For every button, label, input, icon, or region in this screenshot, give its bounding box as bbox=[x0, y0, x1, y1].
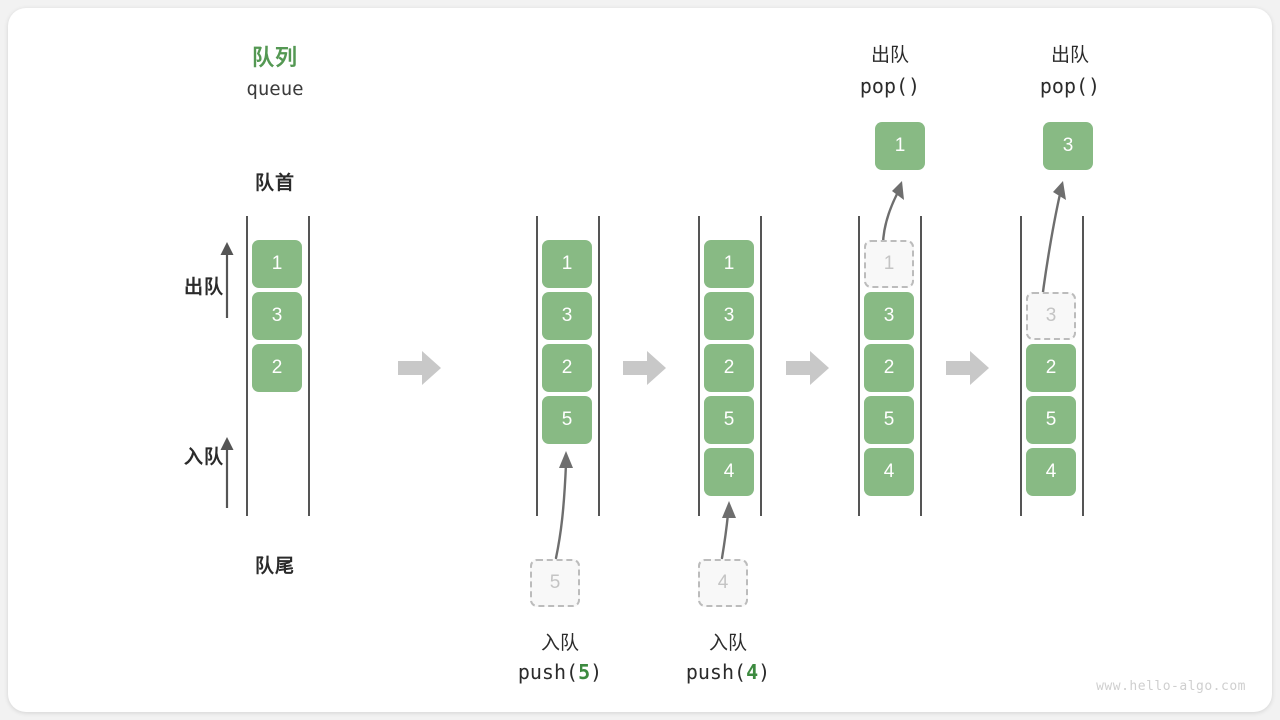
queue-cell: 2 bbox=[1026, 344, 1076, 392]
code-arg: 5 bbox=[578, 660, 591, 684]
queue-cell: 4 bbox=[864, 448, 914, 496]
stage-caption-code: pop() bbox=[1039, 74, 1101, 98]
stage-push-4: 1 3 2 5 4 bbox=[698, 216, 762, 516]
queue-cell-ghost: 1 bbox=[864, 240, 914, 288]
diagram-title-en: queue bbox=[246, 78, 304, 100]
pending-element-ghost: 4 bbox=[698, 559, 748, 607]
queue-cell: 5 bbox=[542, 396, 592, 444]
pending-element-ghost: 5 bbox=[530, 559, 580, 607]
transition-arrow-icon bbox=[398, 350, 442, 386]
queue-cell: 4 bbox=[704, 448, 754, 496]
popped-element: 3 bbox=[1043, 122, 1093, 170]
code-prefix: push( bbox=[517, 660, 579, 684]
enqueue-direction-arrow-icon bbox=[214, 433, 240, 508]
front-label: 队首 bbox=[254, 173, 295, 194]
stage-initial: 1 3 2 bbox=[246, 216, 310, 516]
queue-rail-right bbox=[1082, 216, 1084, 516]
queue-cell: 3 bbox=[542, 292, 592, 340]
popped-element: 1 bbox=[875, 122, 925, 170]
dequeue-side-label: 出队 bbox=[183, 277, 224, 298]
stage-caption-code: pop() bbox=[859, 74, 921, 98]
stage-caption-code: push(5) bbox=[460, 660, 660, 684]
queue-cell: 5 bbox=[704, 396, 754, 444]
transition-arrow-icon bbox=[786, 350, 830, 386]
code-suffix: ) bbox=[590, 660, 603, 684]
rear-label: 队尾 bbox=[254, 556, 295, 577]
queue-rail-right bbox=[308, 216, 310, 516]
dequeue-direction-arrow-icon bbox=[214, 238, 240, 318]
queue-rail-left bbox=[698, 216, 700, 516]
code-arg: 4 bbox=[746, 660, 759, 684]
code-prefix: push( bbox=[685, 660, 747, 684]
queue-rail-right bbox=[760, 216, 762, 516]
queue-cell-ghost: 3 bbox=[1026, 292, 1076, 340]
transition-arrow-icon bbox=[623, 350, 667, 386]
diagram-card: 队列 queue 队首 队尾 出队 入队 1 3 2 bbox=[8, 8, 1272, 712]
queue-cell: 3 bbox=[864, 292, 914, 340]
queue-cell: 3 bbox=[704, 292, 754, 340]
stage-push-5: 1 3 2 5 bbox=[536, 216, 600, 516]
diagram-title-cn: 队列 bbox=[251, 45, 298, 70]
queue-cell: 2 bbox=[542, 344, 592, 392]
queue-rail-left bbox=[536, 216, 538, 516]
code-suffix: ) bbox=[758, 660, 771, 684]
stage-pop-3: 3 2 5 4 bbox=[1020, 216, 1084, 516]
stage-caption-cn: 入队 bbox=[708, 633, 747, 654]
queue-cell: 2 bbox=[252, 344, 302, 392]
queue-cell: 4 bbox=[1026, 448, 1076, 496]
queue-cell: 2 bbox=[864, 344, 914, 392]
queue-rail-right bbox=[920, 216, 922, 516]
stage-caption-code: push(4) bbox=[628, 660, 828, 684]
stage-caption-cn: 入队 bbox=[540, 633, 579, 654]
enqueue-side-label: 入队 bbox=[183, 447, 224, 468]
queue-cell: 5 bbox=[1026, 396, 1076, 444]
queue-cell: 5 bbox=[864, 396, 914, 444]
queue-cell: 1 bbox=[542, 240, 592, 288]
queue-rail-left bbox=[246, 216, 248, 516]
stage-caption-cn: 出队 bbox=[870, 45, 909, 66]
queue-rail-left bbox=[1020, 216, 1022, 516]
queue-cell: 1 bbox=[704, 240, 754, 288]
queue-cell: 3 bbox=[252, 292, 302, 340]
stage-pop-1: 1 3 2 5 4 bbox=[858, 216, 922, 516]
transition-arrow-icon bbox=[946, 350, 990, 386]
watermark: www.hello-algo.com bbox=[1096, 679, 1246, 694]
queue-cell: 1 bbox=[252, 240, 302, 288]
stage-caption-cn: 出队 bbox=[1050, 45, 1089, 66]
queue-cell: 2 bbox=[704, 344, 754, 392]
queue-rail-right bbox=[598, 216, 600, 516]
queue-rail-left bbox=[858, 216, 860, 516]
